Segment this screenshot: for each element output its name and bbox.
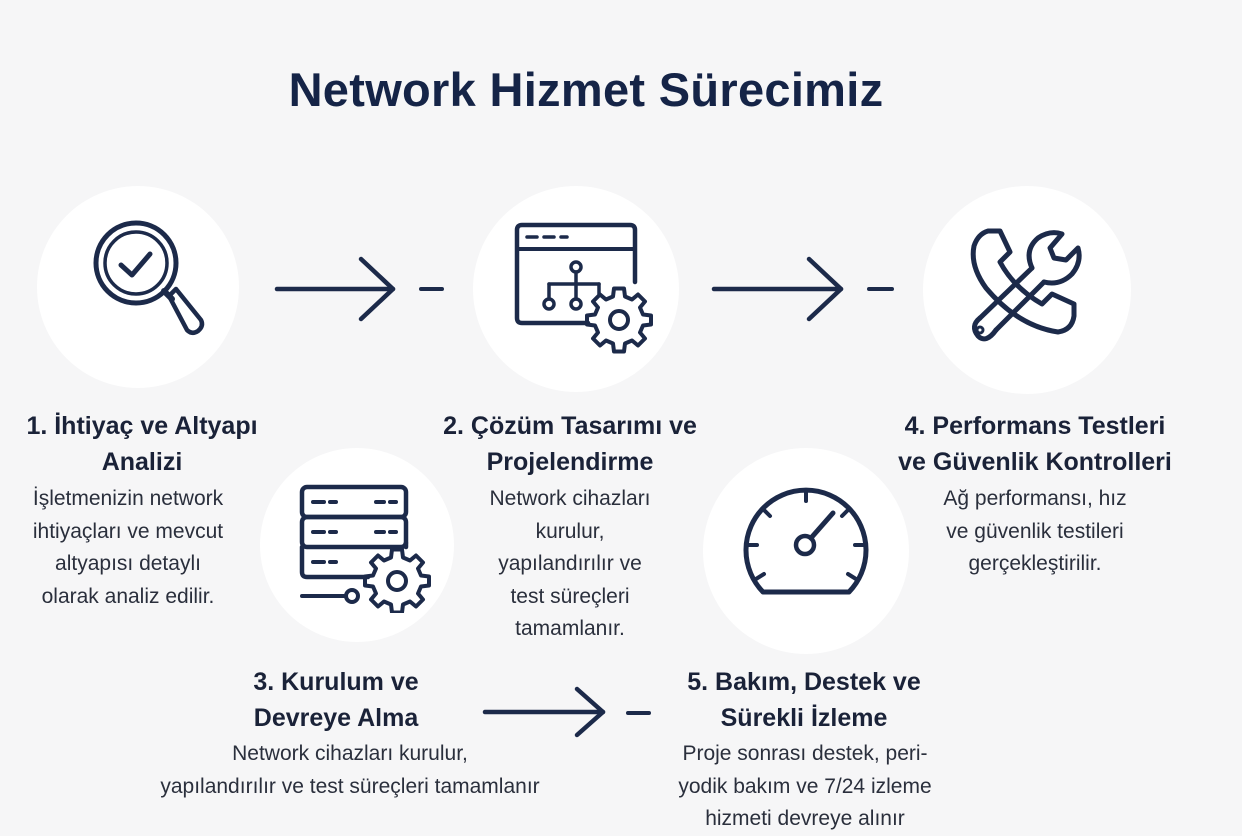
step-4-desc-line: Ağ performansı, hız: [943, 487, 1127, 510]
step-4-desc-line: gerçekleştirilir.: [968, 552, 1102, 575]
step-2-title-line: Projelendirme: [486, 448, 654, 476]
connector-dash-1: [419, 287, 444, 291]
step-1-circle: [37, 186, 239, 388]
step-5-desc-line: yodik bakım ve 7/24 izleme: [678, 774, 932, 798]
step-4-title-line: 4. Performans Testleri: [904, 412, 1166, 440]
step-2-desc-line: kurulur,: [535, 519, 605, 543]
network-design-gear-icon: [513, 220, 653, 355]
step-3-description: Network cihazları kurulur, yapılandırılı…: [130, 738, 570, 803]
step-3-title-line: 3. Kurulum ve: [253, 668, 419, 696]
step-4-title-line: ve Güvenlik Kontrolleri: [898, 448, 1172, 476]
step-2-desc-line: test süreçleri: [510, 584, 630, 608]
step-3-desc-line: Network cihazları kurulur,: [232, 742, 468, 765]
step-2-desc-line: yapılandırılır ve: [498, 552, 642, 575]
step-4-circle: [923, 186, 1131, 394]
phone-wrench-icon: [966, 226, 1088, 346]
step-2-description: Network cihazları kurulur, yapılandırılı…: [460, 483, 680, 646]
step-1-desc-line: olarak analiz edilir.: [41, 584, 215, 608]
step-2-desc-line: tamamlanır.: [515, 617, 625, 640]
connector-dash-3: [626, 711, 651, 715]
step-4-desc-line: ve güvenlik testileri: [946, 519, 1124, 543]
step-4-description: Ağ performansı, hız ve güvenlik testiler…: [915, 483, 1155, 581]
step-1-title: 1. İhtiyaç ve Altyapı Analizi: [0, 408, 292, 480]
step-2-title-line: 2. Çözüm Tasarımı ve: [443, 412, 697, 440]
step-1-title-line: Analizi: [101, 448, 183, 476]
step-3-title: 3. Kurulum ve Devreye Alma: [206, 664, 466, 736]
step-4-title: 4. Performans Testleri ve Güvenlik Kontr…: [877, 408, 1193, 480]
step-5-circle: [703, 448, 909, 654]
step-1-desc-line: altyapısı detaylı: [55, 552, 201, 575]
page-title: Network Hizmet Sürecimiz: [288, 63, 884, 116]
step-5-title-line: 5. Bakım, Destek ve: [687, 668, 921, 696]
step-1-description: İşletmenizin network ihtiyaçları ve mevc…: [0, 483, 268, 613]
step-1-desc-line: İşletmenizin network: [32, 487, 224, 510]
step-1-title-line: 1. İhtiyaç ve Altyapı: [26, 412, 258, 440]
magnifier-check-icon: [88, 214, 208, 349]
step-5-title-line: Sürekli İzleme: [720, 704, 888, 732]
step-2-title: 2. Çözüm Tasarımı ve Projelendirme: [420, 408, 720, 480]
arrow-3-to-5: [482, 686, 608, 745]
step-2-desc-line: Network cihazları: [489, 487, 651, 510]
step-5-desc-line: hizmeti devreye alınır: [705, 807, 905, 830]
server-gear-icon: [296, 483, 431, 613]
arrow-1-to-2: [274, 256, 400, 327]
arrow-2-to-4: [711, 256, 847, 327]
step-5-description: Proje sonrası destek, peri- yodik bakım …: [650, 738, 960, 836]
step-3-desc-line: yapılandırılır ve test süreçleri tamamla…: [160, 774, 540, 798]
step-5-title: 5. Bakım, Destek ve Sürekli İzleme: [654, 664, 954, 736]
step-3-title-line: Devreye Alma: [253, 704, 419, 732]
step-1-desc-line: ihtiyaçları ve mevcut: [32, 519, 224, 543]
step-5-desc-line: Proje sonrası destek, peri-: [682, 742, 928, 765]
connector-dash-2: [867, 287, 894, 291]
speedometer-icon: [742, 482, 872, 598]
